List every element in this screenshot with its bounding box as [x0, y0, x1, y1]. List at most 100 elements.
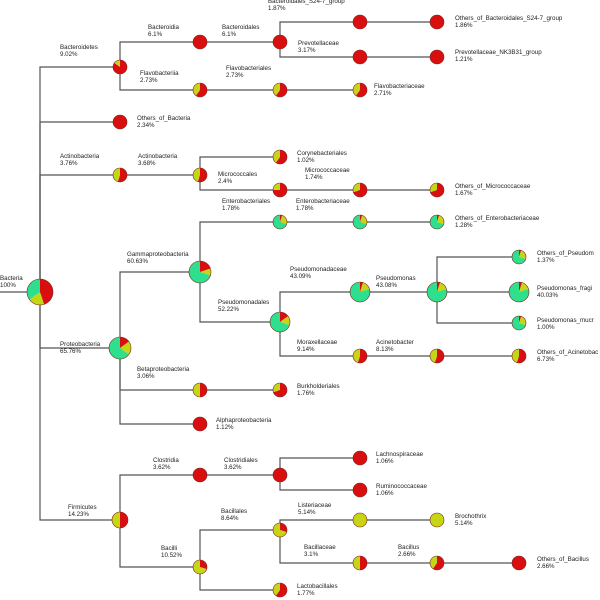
node-outline — [352, 82, 368, 98]
node-value-corynebacteriales: 1.02% — [297, 157, 315, 164]
node-value-bacillales: 8.64% — [221, 515, 239, 522]
node-lactobacillales — [272, 582, 288, 598]
node-value-firmicutes: 14.23% — [68, 511, 89, 518]
node-slice — [430, 183, 444, 198]
node-slice — [117, 168, 128, 183]
node-acinetobacter — [429, 348, 445, 364]
node-name-pseudomonas_fragi: Pseudomonas_fragi — [537, 285, 592, 292]
node-outline — [192, 559, 208, 575]
node-listeriaceae — [352, 512, 368, 528]
node-slice — [432, 556, 444, 570]
node-enterobacteriaceae — [352, 214, 368, 230]
node-name-bacteroidetes: Bacteroidetes — [60, 44, 98, 51]
node-slice — [430, 556, 437, 569]
node-value-gammaproteobacteria: 60.63% — [127, 258, 148, 265]
node-micrococcaceae — [352, 182, 368, 198]
node-slice — [437, 282, 447, 292]
node-name-moraxellaceae: Moraxellaceae — [297, 339, 338, 346]
edge-bacilli — [119, 520, 200, 568]
node-value-others_pseudom: 1.37% — [537, 257, 555, 264]
node-name-firmicutes: Firmicutes — [68, 504, 97, 511]
node-enterobacteriales — [272, 214, 288, 230]
node-outline — [272, 582, 288, 598]
edge-others_bacteria — [39, 121, 120, 292]
node-slice — [508, 282, 529, 302]
node-value-burkholderiales: 1.76% — [297, 390, 315, 397]
node-outline — [188, 260, 212, 284]
node-value-others_micrococcaceae: 1.67% — [455, 190, 473, 197]
node-slice — [273, 150, 280, 163]
node-others_pseudom — [511, 249, 527, 265]
node-slice — [193, 417, 207, 431]
node-name-bacteroidia: Bacteroidia — [148, 24, 180, 31]
node-outline — [429, 49, 445, 65]
node-outline — [429, 555, 445, 571]
node-name-clostridiales: Clostridiales — [224, 457, 258, 464]
node-slice — [200, 383, 207, 397]
node-slice — [113, 168, 120, 182]
node-bacteroidetes — [112, 59, 128, 75]
node-slice — [197, 168, 208, 183]
node-value-prevotellaceae_nk: 1.21% — [455, 56, 473, 63]
node-slice — [273, 83, 280, 96]
edge-ruminococcaceae — [279, 475, 360, 491]
node-name-burkholderiales: Burkholderiales — [297, 383, 340, 390]
node-slice — [273, 468, 287, 482]
node-name-bacteroidales: Bacteroidales — [222, 24, 260, 31]
node-outline — [352, 214, 368, 230]
node-slice — [353, 50, 367, 64]
node-value-ruminococcaceae: 1.06% — [376, 490, 394, 497]
node-value-enterobacteriaceae: 1.78% — [296, 205, 314, 212]
node-outline — [511, 249, 527, 265]
node-slice — [353, 513, 367, 527]
node-slice — [352, 349, 360, 363]
node-value-clostridiales: 3.62% — [224, 464, 242, 471]
node-outline — [192, 467, 208, 483]
node-flavobacteriia — [192, 82, 208, 98]
node-others_bacillus — [511, 555, 527, 571]
node-name-root: Bacteria — [0, 275, 23, 282]
node-bacillus — [429, 555, 445, 571]
node-name-bacteroidales_s24: Bacteroidales_S24-7_group — [268, 0, 345, 5]
node-slice — [512, 250, 526, 264]
node-name-pseudomonas_mucr: Pseudomonas_mucr — [537, 317, 594, 324]
node-bacteroidales_s24 — [352, 14, 368, 30]
node-outline — [352, 182, 368, 198]
node-actinobacteria — [112, 167, 128, 183]
node-name-pseudomonadaceae: Pseudomonadaceae — [290, 266, 347, 273]
node-name-bacilli: Bacilli — [161, 545, 177, 552]
node-outline — [426, 281, 448, 303]
node-value-lactobacillales: 1.77% — [297, 590, 315, 597]
node-value-flavobacteriaceae: 2.71% — [374, 90, 392, 97]
edge-gammaproteobacteria — [119, 271, 200, 348]
node-outline — [192, 167, 208, 183]
node-outline — [272, 82, 288, 98]
node-slice — [353, 183, 367, 198]
node-flavobacteriaceae — [352, 82, 368, 98]
node-name-others_bacillus: Others_of_Bacillus — [537, 556, 589, 563]
node-others_bacteroidales — [429, 14, 445, 30]
node-value-micrococcaceae: 1.74% — [305, 174, 323, 181]
node-firmicutes — [111, 511, 129, 529]
node-name-corynebacteriales: Corynebacteriales — [297, 150, 347, 157]
edge-bacteroidales_s24 — [279, 21, 360, 42]
node-value-bacilli: 10.52% — [161, 552, 182, 559]
node-value-others_enterobacteriaceae: 1.28% — [455, 222, 473, 229]
edge-bacteroidetes — [39, 66, 120, 292]
node-proteobacteria — [108, 336, 132, 360]
node-prevotellaceae — [352, 49, 368, 65]
edge-listeriaceae — [279, 519, 360, 530]
node-outline — [192, 382, 208, 398]
node-slice — [280, 312, 289, 322]
node-value-brochothrix: 5.14% — [455, 520, 473, 527]
node-value-clostridia: 3.62% — [153, 464, 171, 471]
node-outline — [429, 14, 445, 30]
node-gammaproteobacteria — [188, 260, 212, 284]
node-name-flavobacteriia: Flavobacteriia — [140, 70, 179, 77]
node-outline — [429, 182, 445, 198]
node-outline — [429, 512, 445, 528]
node-lachnospiraceae — [352, 450, 368, 466]
node-slice — [275, 150, 287, 164]
node-outline — [192, 416, 208, 432]
